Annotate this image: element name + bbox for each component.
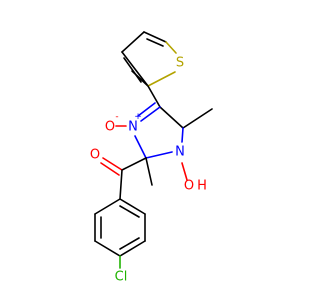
bond-ar3-ar4: [94, 240, 121, 257]
sulfur-label: S: [176, 56, 184, 71]
bond-c4-n3-double-a: [140, 106, 161, 122]
bond-c5-methyl: [182, 108, 213, 129]
bond-c5th-s: [165, 41, 177, 54]
bond-ar4-ar5: [119, 240, 146, 257]
n-oxide-nitrogen-label: N: [128, 120, 138, 135]
bond-c4th-c5th-double: [146, 38, 164, 47]
n-oxide-plus-charge: +: [134, 112, 142, 122]
bond-carbonyl-o-a: [102, 157, 123, 171]
bond-n1-oh: [181, 162, 188, 181]
bond-n3-c2: [134, 135, 147, 159]
molecule-drawing: S N + O - N O H O Cl: [90, 31, 213, 285]
bond-ar6-ar1: [119, 198, 146, 215]
bond-ar6-ar1-double: [119, 205, 140, 218]
chlorophenyl-ring: [94, 198, 146, 269]
ketone-oxygen-label: O: [90, 148, 100, 163]
bond-c4-c5: [159, 106, 184, 129]
n-oxide-oxygen-label: O: [105, 120, 115, 135]
bond-c2th-c3th: [121, 51, 149, 87]
bond-n1-c2: [145, 151, 173, 159]
bond-c2-carbonyl: [121, 157, 147, 171]
hydroxyl-hydrogen-label: H: [197, 179, 207, 194]
bond-c4-n3-double-b: [137, 102, 156, 117]
c2-substituents: [100, 157, 153, 200]
n-oxide-minus-charge: -: [115, 112, 118, 122]
bond-s-c2th: [147, 71, 176, 87]
bond-carbonyl-aryl: [119, 169, 123, 200]
chlorine-label: Cl: [115, 270, 128, 285]
bond-c3th-c4th: [121, 31, 145, 53]
bond-carbonyl-o-b: [100, 162, 120, 176]
bond-c2th-c3th-double: [123, 57, 142, 83]
hydroxyl-nitrogen-label: N: [175, 145, 185, 160]
bond-c2-methyl: [145, 157, 153, 186]
bond-c4th-c5th: [143, 31, 167, 43]
bond-c5-n1: [181, 127, 184, 143]
bond-ar4-ar5-double: [119, 237, 140, 250]
bond-ar1-ar2: [94, 198, 121, 215]
hydroxyl-oxygen-label: O: [184, 179, 194, 194]
bond-c4-thienyl: [147, 85, 161, 108]
structure-canvas: S N + O - N O H O Cl: [90, 31, 213, 285]
imidazoline-ring: [115, 85, 213, 181]
thiophene-ring: [121, 31, 177, 87]
